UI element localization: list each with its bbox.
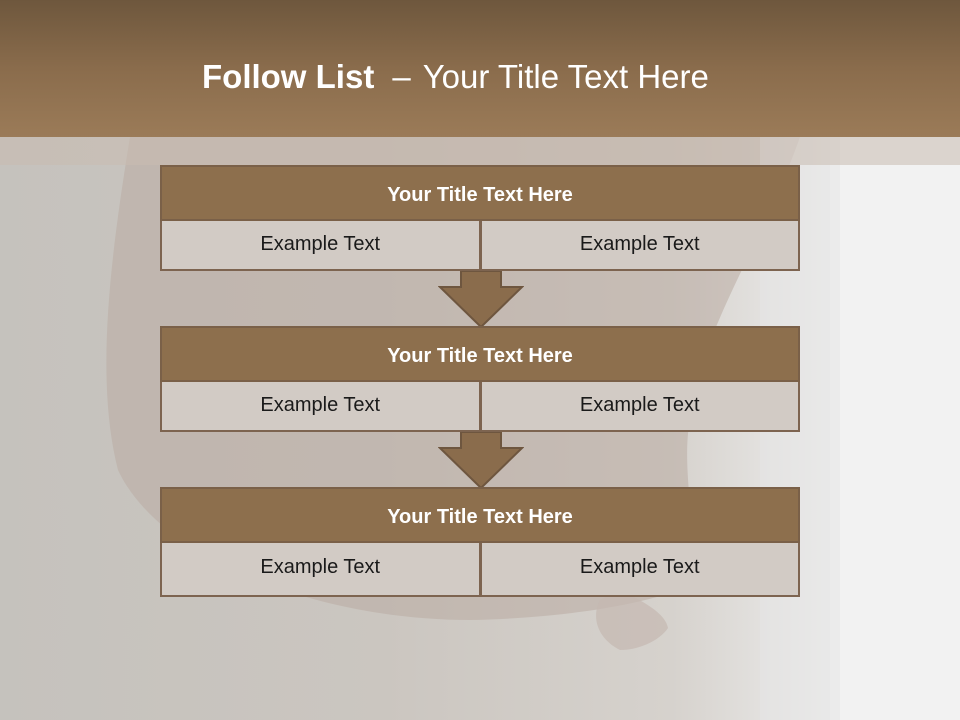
follow-box-title: Your Title Text Here (160, 165, 800, 221)
slide-title: Follow List–Your Title Text Here (202, 52, 709, 102)
follow-box-cell-right: Example Text (480, 543, 800, 597)
follow-box-cell-right: Example Text (480, 382, 800, 432)
slide-title-dash: – (392, 58, 411, 95)
follow-box-2: Your Title Text Here Example Text Exampl… (160, 326, 800, 432)
follow-box-1: Your Title Text Here Example Text Exampl… (160, 165, 800, 271)
follow-box-cell-left: Example Text (160, 543, 481, 597)
follow-box-row: Example Text Example Text (160, 382, 800, 432)
follow-box-row: Example Text Example Text (160, 221, 800, 271)
slide-title-bold: Follow List (202, 58, 375, 95)
follow-box-3: Your Title Text Here Example Text Exampl… (160, 487, 800, 597)
slide-title-rest: Your Title Text Here (422, 58, 709, 95)
follow-box-row: Example Text Example Text (160, 543, 800, 597)
header-sub-band (0, 137, 960, 165)
down-arrow-icon (438, 432, 524, 490)
follow-box-title: Your Title Text Here (160, 326, 800, 382)
follow-box-cell-left: Example Text (160, 221, 481, 271)
follow-box-cell-left: Example Text (160, 382, 481, 432)
down-arrow-icon (438, 271, 524, 329)
follow-box-cell-right: Example Text (480, 221, 800, 271)
header-band (0, 0, 960, 137)
follow-box-title: Your Title Text Here (160, 487, 800, 543)
